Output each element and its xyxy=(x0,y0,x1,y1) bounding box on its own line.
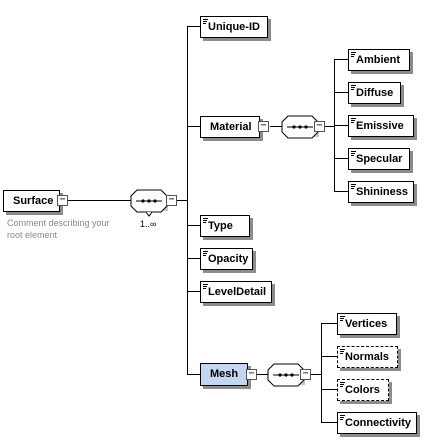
vertices-element[interactable]: Vertices xyxy=(337,313,397,335)
emissive-element[interactable]: Emissive xyxy=(348,115,414,137)
unique-id-element[interactable]: Unique-ID xyxy=(200,16,268,38)
element-lines-icon xyxy=(351,151,356,157)
normals-element[interactable]: Normals xyxy=(337,346,398,368)
element-lines-icon xyxy=(340,349,345,355)
element-lines-icon xyxy=(351,85,356,91)
material-sequence-icon[interactable] xyxy=(281,115,319,141)
element-lines-icon xyxy=(203,284,208,290)
element-lines-icon xyxy=(203,218,208,224)
connectivity-label: Connectivity xyxy=(345,417,412,429)
element-lines-icon xyxy=(340,316,345,322)
vertices-label: Vertices xyxy=(345,318,388,330)
colors-label: Colors xyxy=(345,384,380,396)
opacity-element[interactable]: Opacity xyxy=(200,248,253,270)
element-lines-icon xyxy=(351,52,356,58)
diffuse-label: Diffuse xyxy=(356,87,394,99)
material-element[interactable]: Material xyxy=(200,116,260,138)
colors-element[interactable]: Colors xyxy=(337,379,389,401)
material-sequence-collapse-icon[interactable]: − xyxy=(314,121,325,132)
specular-label: Specular xyxy=(356,153,403,165)
level-detail-label: LevelDetail xyxy=(208,286,267,298)
mesh-sequence-icon[interactable] xyxy=(267,363,305,389)
material-collapse-icon[interactable]: − xyxy=(258,121,269,132)
surface-collapse-icon[interactable]: − xyxy=(57,195,68,206)
specular-element[interactable]: Specular xyxy=(348,148,410,170)
diffuse-element[interactable]: Diffuse xyxy=(348,82,401,104)
opacity-label: Opacity xyxy=(208,253,249,265)
ambient-label: Ambient xyxy=(356,54,400,66)
sequence-cardinality: 1..∞ xyxy=(140,219,157,229)
surface-annotation: Comment describing your root element xyxy=(7,217,110,241)
type-element[interactable]: Type xyxy=(200,215,250,237)
mesh-label: Mesh xyxy=(210,368,239,380)
material-label: Material xyxy=(210,121,252,133)
type-label: Type xyxy=(208,220,233,232)
element-lines-icon xyxy=(340,415,345,421)
shininess-element[interactable]: Shininess xyxy=(348,181,414,203)
unique-id-label: Unique-ID xyxy=(208,21,260,33)
element-lines-icon xyxy=(340,382,345,388)
sequence-collapse-icon[interactable]: − xyxy=(166,195,177,206)
element-lines-icon xyxy=(203,251,208,257)
element-lines-icon xyxy=(351,118,356,124)
mesh-collapse-icon[interactable]: − xyxy=(246,369,257,380)
surface-label: Surface xyxy=(13,195,54,207)
annotation-line-2: root element xyxy=(7,230,58,240)
shininess-label: Shininess xyxy=(356,186,408,198)
mesh-element[interactable]: Mesh xyxy=(200,363,248,386)
annotation-line-1: Comment describing your xyxy=(7,218,110,228)
element-lines-icon xyxy=(203,19,208,25)
ambient-element[interactable]: Ambient xyxy=(348,49,410,71)
normals-label: Normals xyxy=(345,351,390,363)
level-detail-element[interactable]: LevelDetail xyxy=(200,281,272,303)
element-lines-icon xyxy=(351,184,356,190)
connectivity-element[interactable]: Connectivity xyxy=(337,412,417,434)
surface-element[interactable]: Surface xyxy=(3,190,60,212)
emissive-label: Emissive xyxy=(356,120,404,132)
mesh-sequence-collapse-icon[interactable]: − xyxy=(300,369,311,380)
surface-sequence-icon[interactable] xyxy=(130,189,168,217)
